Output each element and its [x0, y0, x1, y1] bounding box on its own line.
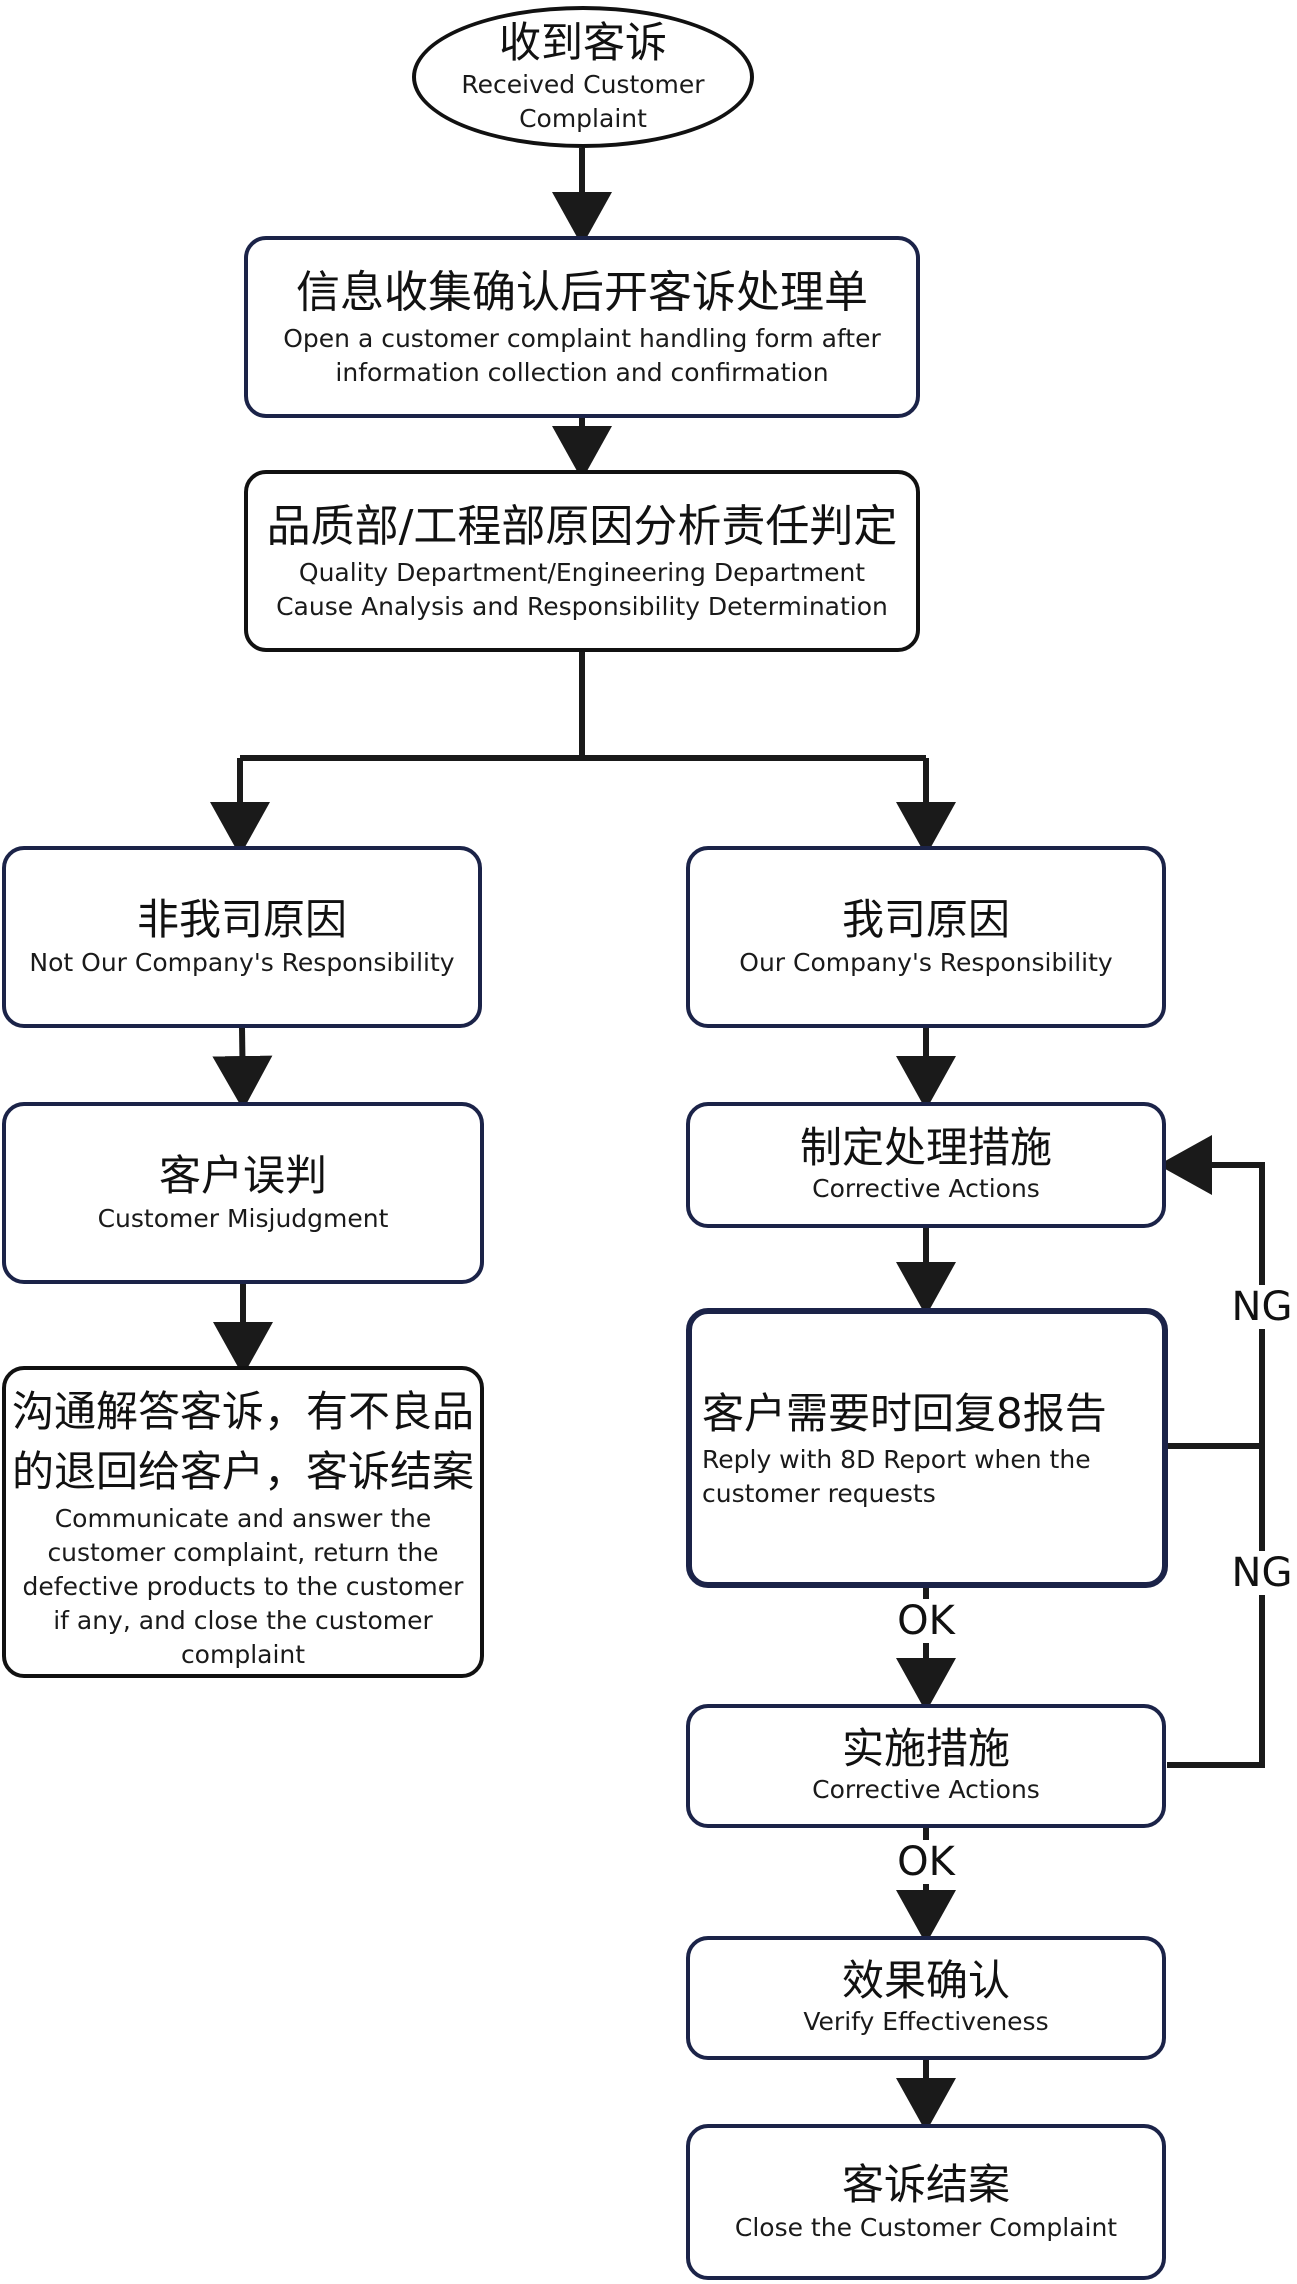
node-our-responsibility-zh: 我司原因	[841, 895, 1010, 944]
ng-loop-implement	[1158, 1135, 1265, 1768]
node-8d-report: 客户需要时回复8报告 Reply with 8D Report when the…	[686, 1308, 1168, 1588]
node-received-complaint-en: Received Customer Complaint	[461, 70, 705, 133]
node-our-responsibility: 我司原因 Our Company's Responsibility	[686, 846, 1166, 1028]
node-open-complaint-form: 信息收集确认后开客诉处理单 Open a customer complaint …	[244, 236, 920, 418]
node-implement-actions-en: Corrective Actions	[812, 1775, 1040, 1804]
node-cause-analysis-en: Quality Department/Engineering Departmen…	[276, 558, 888, 621]
node-communicate-answer-zh: 沟通解答客诉，有不良品的退回给客户，客诉结案	[12, 1387, 475, 1496]
node-8d-report-zh: 客户需要时回复8报告	[702, 1389, 1107, 1438]
node-cause-analysis: 品质部/工程部原因分析责任判定 Quality Department/Engin…	[244, 470, 920, 652]
arrow-not-ours-to-misjudgment	[212, 1027, 273, 1110]
node-8d-report-en: Reply with 8D Report when the customer r…	[702, 1445, 1091, 1508]
node-communicate-answer: 沟通解答客诉，有不良品的退回给客户，客诉结案 Communicate and a…	[2, 1366, 484, 1678]
node-close-complaint-en: Close the Customer Complaint	[734, 2213, 1118, 2242]
node-open-complaint-form-en: Open a customer complaint handling form …	[283, 324, 881, 387]
node-customer-misjudgment-en: Customer Misjudgment	[97, 1204, 389, 1233]
node-received-complaint-zh: 收到客诉	[498, 18, 667, 67]
node-our-responsibility-en: Our Company's Responsibility	[739, 948, 1113, 977]
label-ng-lower: NG	[1227, 1551, 1297, 1595]
node-not-our-responsibility-zh: 非我司原因	[136, 895, 347, 944]
node-not-our-responsibility: 非我司原因 Not Our Company's Responsibility	[2, 846, 482, 1028]
node-verify-effectiveness: 效果确认 Verify Effectiveness	[686, 1936, 1166, 2060]
node-customer-misjudgment-zh: 客户误判	[158, 1151, 327, 1200]
node-corrective-actions-en: Corrective Actions	[812, 1174, 1040, 1203]
node-open-complaint-form-zh: 信息收集确认后开客诉处理单	[296, 267, 868, 318]
node-received-complaint: 收到客诉 Received Customer Complaint	[412, 6, 754, 148]
node-corrective-actions: 制定处理措施 Corrective Actions	[686, 1102, 1166, 1228]
node-implement-actions-zh: 实施措施	[841, 1724, 1010, 1773]
node-implement-actions: 实施措施 Corrective Actions	[686, 1704, 1166, 1828]
node-communicate-answer-en: Communicate and answer the customer comp…	[22, 1504, 464, 1669]
node-close-complaint-zh: 客诉结案	[841, 2160, 1010, 2209]
node-close-complaint: 客诉结案 Close the Customer Complaint	[686, 2124, 1166, 2280]
label-ng-upper: NG	[1227, 1285, 1297, 1329]
node-verify-effectiveness-zh: 效果确认	[841, 1956, 1010, 2005]
node-cause-analysis-zh: 品质部/工程部原因分析责任判定	[266, 501, 898, 552]
node-corrective-actions-zh: 制定处理措施	[799, 1123, 1052, 1172]
node-customer-misjudgment: 客户误判 Customer Misjudgment	[2, 1102, 484, 1284]
node-verify-effectiveness-en: Verify Effectiveness	[803, 2007, 1049, 2036]
label-ok-report: OK	[893, 1599, 959, 1643]
node-not-our-responsibility-en: Not Our Company's Responsibility	[29, 948, 455, 977]
label-ok-implement: OK	[893, 1840, 959, 1884]
